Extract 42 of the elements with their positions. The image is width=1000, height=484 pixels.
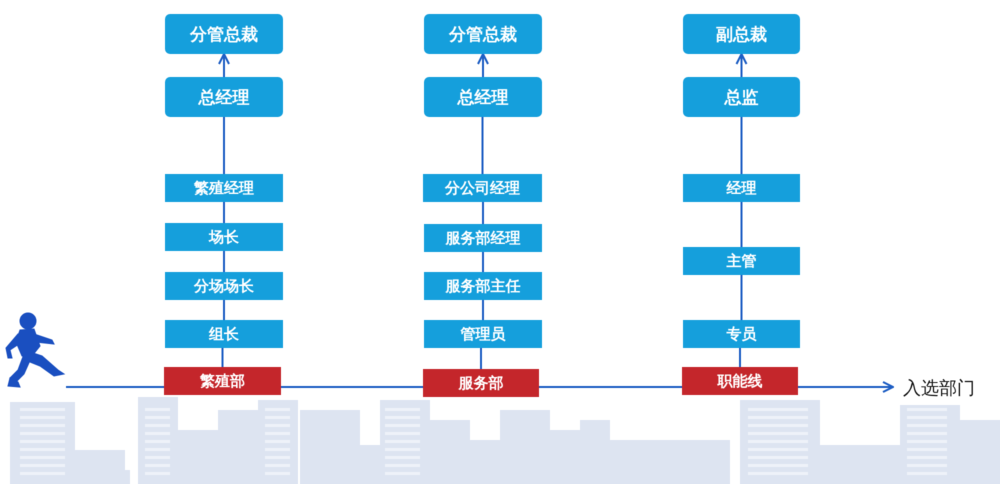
title-box: 分管总裁 xyxy=(165,14,283,54)
connector-line xyxy=(740,202,742,247)
connector-line xyxy=(482,252,484,272)
title-box: 总经理 xyxy=(165,77,283,117)
department-box: 服务部 xyxy=(423,369,539,397)
position-box: 主管 xyxy=(683,247,800,275)
arrow xyxy=(477,53,489,77)
position-box: 繁殖经理 xyxy=(165,174,283,202)
position-box: 专员 xyxy=(683,320,800,348)
arrow xyxy=(798,381,894,393)
connector-line xyxy=(739,348,741,367)
arrow xyxy=(736,53,748,77)
position-box: 分场场长 xyxy=(165,272,283,300)
connector-line xyxy=(222,348,224,367)
connector-line xyxy=(281,386,423,388)
connector-line xyxy=(482,300,484,320)
position-box: 场长 xyxy=(165,223,283,251)
connector-line xyxy=(223,202,225,223)
position-box: 经理 xyxy=(683,174,800,202)
connector-line xyxy=(482,202,484,224)
arrow xyxy=(218,53,230,77)
department-box: 繁殖部 xyxy=(164,367,281,395)
connector-line xyxy=(223,251,225,272)
department-box: 职能线 xyxy=(682,367,798,395)
connector-line xyxy=(539,386,682,388)
connector-line xyxy=(740,275,742,320)
connector-line xyxy=(740,117,742,174)
connector-line xyxy=(480,348,482,369)
axis-label: 入选部门 xyxy=(903,376,993,400)
position-box: 服务部经理 xyxy=(424,224,542,252)
title-box: 分管总裁 xyxy=(424,14,542,54)
position-box: 服务部主任 xyxy=(424,272,542,300)
connector-line xyxy=(482,117,484,174)
position-box: 组长 xyxy=(165,320,283,348)
title-box: 副总裁 xyxy=(683,14,800,54)
connector-line xyxy=(223,300,225,320)
position-box: 管理员 xyxy=(424,320,542,348)
title-box: 总经理 xyxy=(424,77,542,117)
title-box: 总监 xyxy=(683,77,800,117)
connector-line xyxy=(66,386,164,388)
position-box: 分公司经理 xyxy=(423,174,542,202)
connector-line xyxy=(223,117,225,174)
